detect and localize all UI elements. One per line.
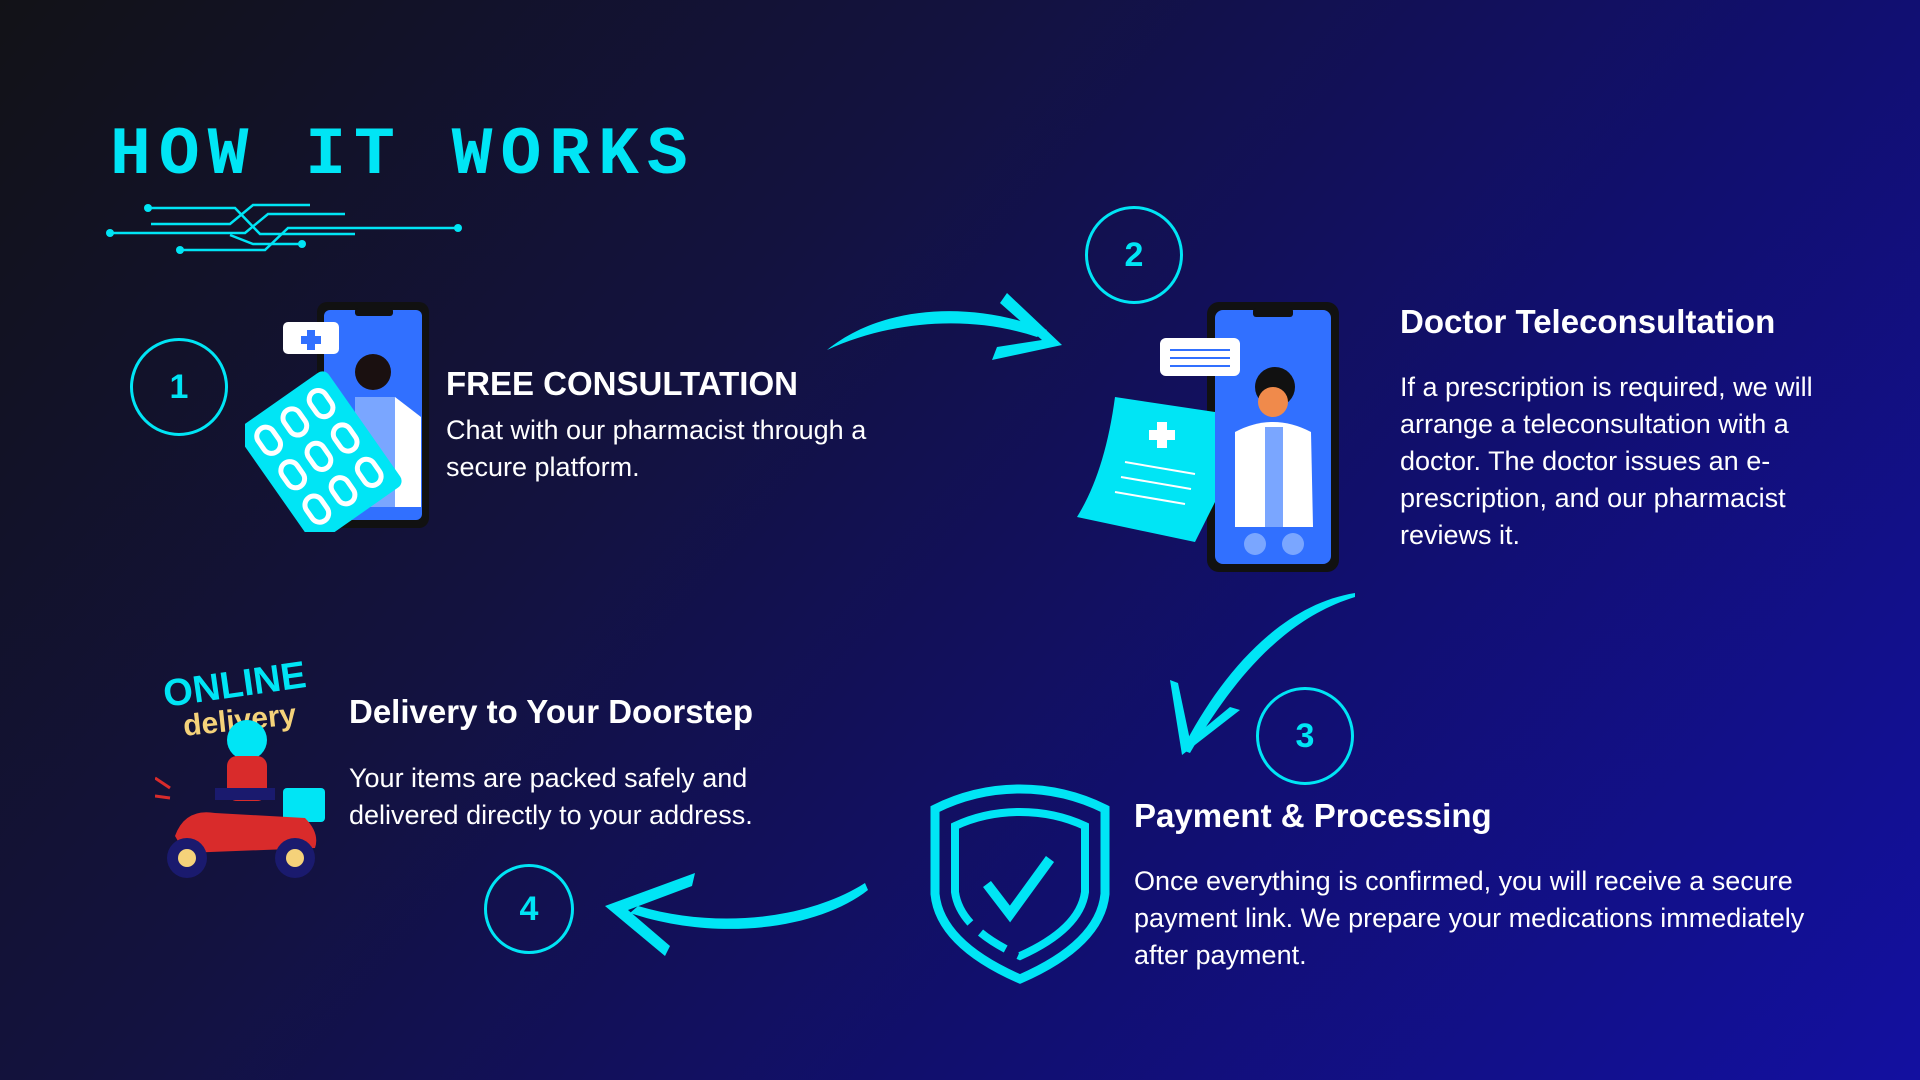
step-3-body: Once everything is confirmed, you will r…	[1134, 866, 1805, 970]
step-4-number-circle: 4	[484, 864, 574, 954]
phone-pharmacist-pill-icon	[245, 302, 429, 532]
arrow-left-icon	[605, 873, 868, 956]
step-2-title: Doctor Teleconsultation	[1400, 303, 1776, 340]
scooter-delivery-icon: ONLINE delivery	[155, 654, 335, 884]
step-1-body: Chat with our pharmacist through a secur…	[446, 415, 867, 482]
step-3-title: Payment & Processing	[1134, 797, 1492, 834]
step-2-number-circle: 2	[1085, 206, 1183, 304]
step-4-title: Delivery to Your Doorstep	[349, 693, 754, 730]
step-1-number-circle: 1	[130, 338, 228, 436]
phone-doctor-prescription-icon	[1077, 302, 1339, 572]
step-4-body: Your items are packed safely and deliver…	[349, 763, 753, 830]
step-number: 1	[169, 367, 189, 406]
step-number: 4	[519, 889, 539, 928]
arrow-right-icon	[827, 293, 1062, 360]
circuit-lines-decoration	[106, 203, 462, 254]
step-number: 2	[1124, 235, 1144, 274]
step-number: 3	[1295, 716, 1315, 755]
step-2-body: If a prescription is required, we will a…	[1400, 372, 1813, 550]
arrow-down-left-icon	[1170, 593, 1355, 755]
step-3-number-circle: 3	[1256, 687, 1354, 785]
page-title: HOW IT WORKS	[110, 117, 696, 194]
shield-check-icon	[930, 784, 1110, 984]
step-1-title: FREE CONSULTATION	[446, 365, 798, 402]
